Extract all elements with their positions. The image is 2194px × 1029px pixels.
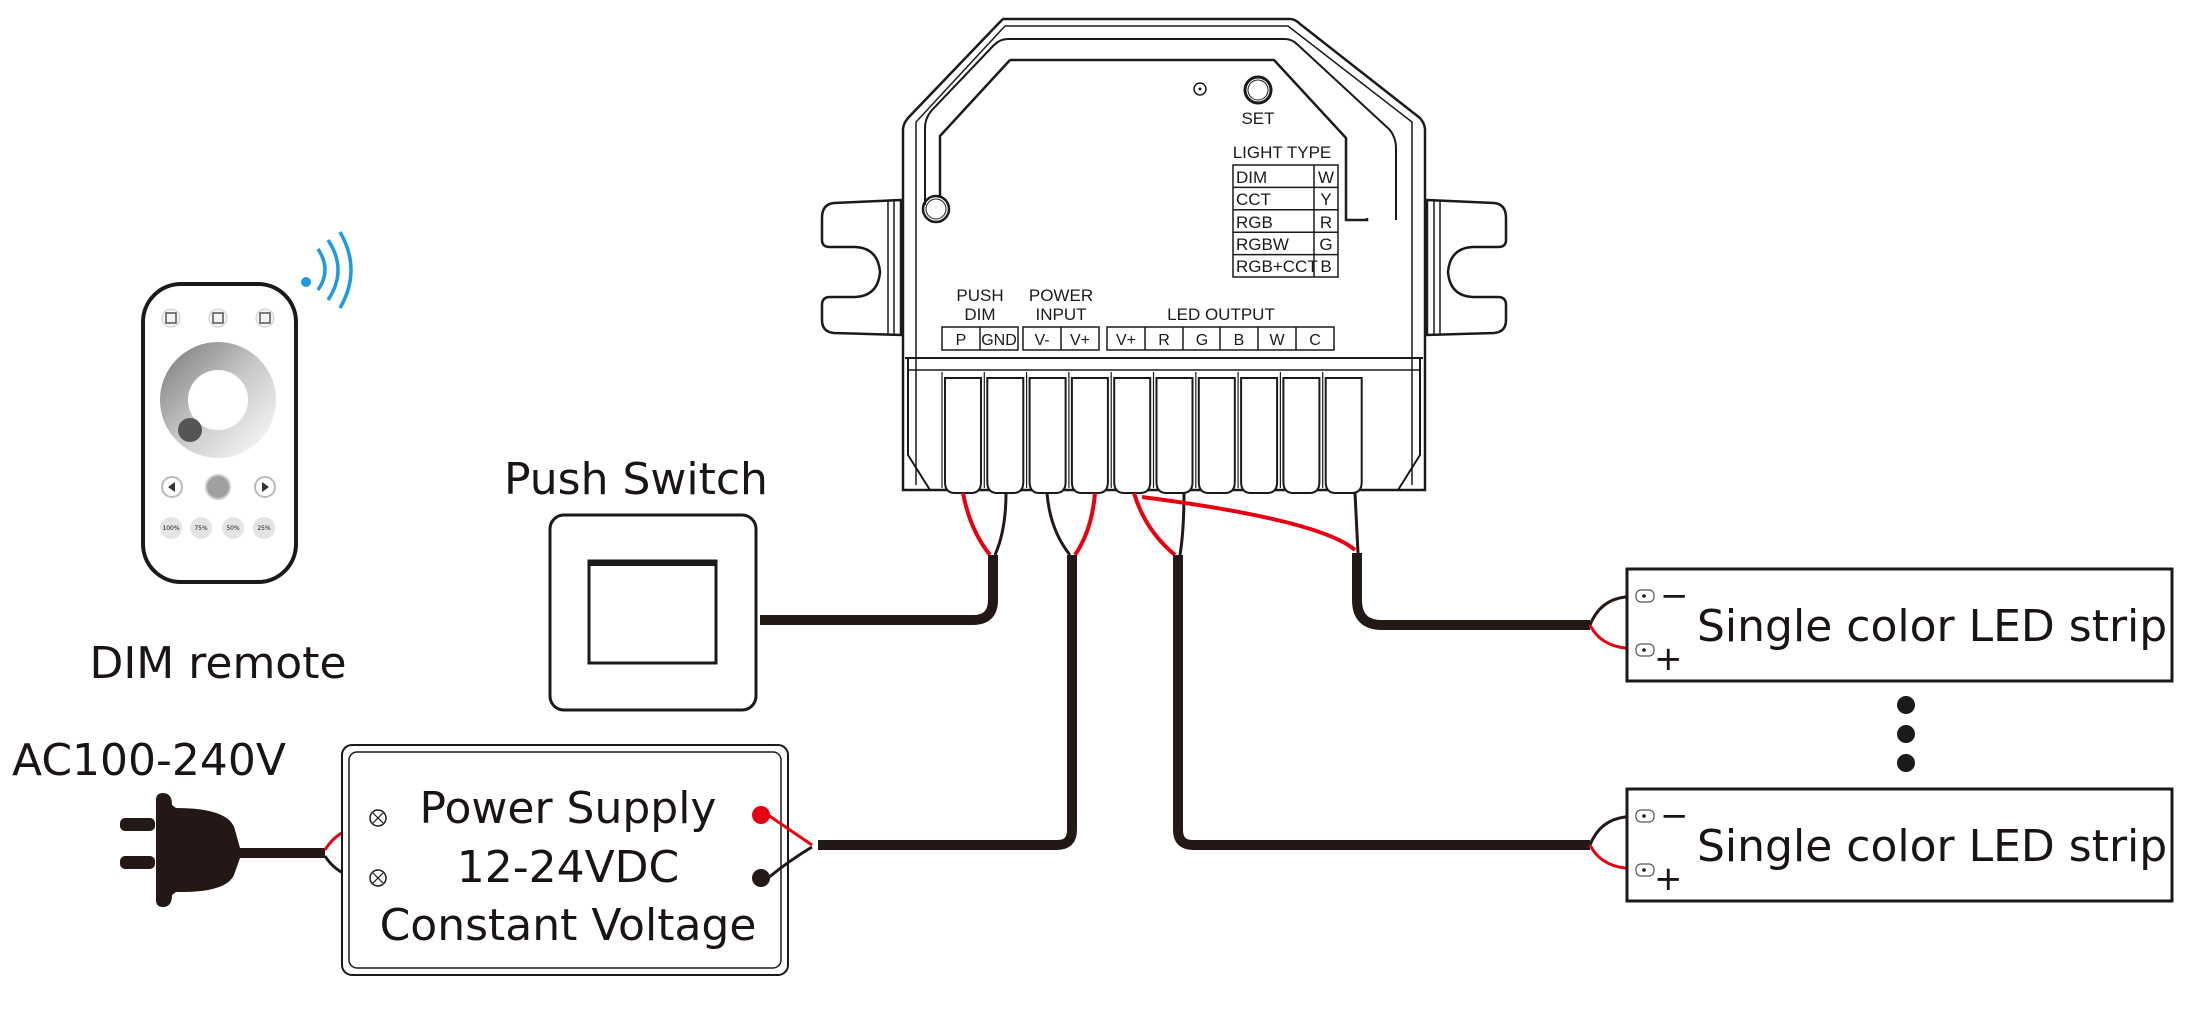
mounting-ear-right: [1425, 198, 1508, 337]
screw-terminal-slot: [1197, 377, 1236, 494]
terminal-v-minus: V-: [1034, 332, 1049, 349]
preset-25[interactable]: [253, 517, 275, 539]
push-switch-label: Push Switch: [504, 454, 768, 505]
light-type-name: RGB+CCT: [1236, 257, 1318, 276]
touch-dimming-wheel[interactable]: [160, 342, 276, 458]
terminal-c: C: [1309, 332, 1321, 349]
dc-negative-terminal: [752, 869, 770, 887]
more-strips-indicator: [1897, 696, 1915, 772]
svg-text:75%: 75%: [194, 525, 208, 532]
screw-terminal-slot: [1324, 377, 1363, 494]
plug-icon: [120, 793, 325, 907]
dim-remote[interactable]: 100% 75% 50% 25%: [141, 231, 353, 584]
power-input-label: POWER: [1029, 286, 1093, 305]
cable-power-input: [818, 555, 1077, 850]
screw-terminal-slot: [1113, 377, 1152, 494]
led-strip: − + Single color LED strip: [1588, 787, 2174, 903]
svg-text:100%: 100%: [162, 525, 179, 532]
minus-sign: −: [1660, 796, 1689, 836]
cable-led-strip-2: [1173, 555, 1590, 850]
terminal-g: G: [1196, 332, 1208, 349]
power-supply: Power Supply 12-24VDC Constant Voltage: [341, 744, 789, 976]
cable-led-strip-1: [1352, 553, 1590, 630]
preset-75[interactable]: [190, 517, 212, 539]
light-type-name: CCT: [1236, 190, 1271, 209]
light-type-code: B: [1320, 257, 1331, 276]
screw-terminal-slot: [1282, 377, 1321, 494]
light-type-name: RGB: [1236, 213, 1273, 232]
svg-text:50%: 50%: [226, 525, 240, 532]
terminal-r: R: [1158, 332, 1170, 349]
mains-label: AC100-240V: [12, 735, 286, 786]
screw-terminal-slot: [1240, 377, 1279, 494]
push-switch[interactable]: [548, 513, 758, 712]
preset-100[interactable]: [160, 517, 182, 539]
dc-positive-terminal: [752, 806, 770, 824]
preset-50[interactable]: [222, 517, 244, 539]
terminal-gnd: GND: [981, 332, 1017, 349]
power-supply-title: Power Supply: [420, 783, 717, 834]
svg-text:25%: 25%: [257, 525, 271, 532]
controller-body: [901, 17, 1427, 492]
terminal-v-plus: V+: [1070, 332, 1090, 349]
status-led: [1193, 82, 1207, 96]
plus-sign: +: [1654, 639, 1683, 679]
light-type-code: R: [1320, 213, 1332, 232]
push-dim-label: PUSH: [956, 286, 1003, 305]
screw-terminal-slot: [1028, 377, 1067, 494]
mounting-ear-left: [820, 198, 903, 337]
screw-terminal-slot: [944, 377, 982, 494]
light-type-code: W: [1318, 168, 1334, 187]
light-type-name: RGBW: [1236, 235, 1289, 254]
light-type-name: DIM: [1236, 168, 1267, 187]
push-dim-label: DIM: [964, 305, 995, 324]
power-input-label: INPUT: [1036, 305, 1087, 324]
screw-terminal-slot: [986, 377, 1025, 494]
power-icon[interactable]: [205, 474, 231, 500]
terminal-w: W: [1269, 332, 1285, 349]
power-supply-voltage: 12-24VDC: [457, 842, 680, 893]
led-strip: − + Single color LED strip: [1588, 567, 2174, 683]
ac-terminal-screw-icon: [369, 809, 387, 887]
save-icon[interactable]: [161, 308, 181, 328]
terminal-labels: P GND V- V+ V+ R G B W C: [941, 326, 1335, 351]
power-supply-type: Constant Voltage: [380, 900, 757, 951]
preset-buttons: 100% 75% 50% 25%: [160, 517, 275, 539]
minus-sign: −: [1660, 576, 1689, 616]
wireless-signal-icon: [316, 231, 353, 309]
terminal-b: B: [1234, 332, 1245, 349]
save-icon[interactable]: [208, 308, 228, 328]
remote-label: DIM remote: [89, 638, 346, 689]
controller: SET LIGHT TYPE DIM W CCT Y RGB R RGBW G …: [820, 17, 1508, 494]
set-button[interactable]: [1243, 75, 1273, 105]
set-label: SET: [1241, 109, 1274, 128]
wires: [760, 492, 1590, 850]
plus-sign: +: [1654, 859, 1683, 899]
scene-buttons: [161, 308, 275, 328]
light-type-table: DIM W CCT Y RGB R RGBW G RGB+CCT B: [1232, 164, 1339, 278]
light-type-code: G: [1319, 235, 1332, 254]
terminal-out-v-plus: V+: [1116, 332, 1136, 349]
screw-terminals: [941, 372, 1363, 494]
screw-terminal-slot: [1070, 377, 1109, 494]
cable-push-switch: [760, 555, 998, 625]
light-type-title: LIGHT TYPE: [1233, 143, 1332, 162]
led-output-label: LED OUTPUT: [1167, 305, 1275, 324]
led-strip-label: Single color LED strip: [1697, 601, 2167, 652]
save-icon[interactable]: [255, 308, 275, 328]
light-type-code: Y: [1320, 190, 1331, 209]
screw-terminal-slot: [1155, 377, 1194, 494]
mount-hole: [921, 194, 951, 224]
led-strip-label: Single color LED strip: [1697, 821, 2167, 872]
terminal-p: P: [956, 332, 967, 349]
